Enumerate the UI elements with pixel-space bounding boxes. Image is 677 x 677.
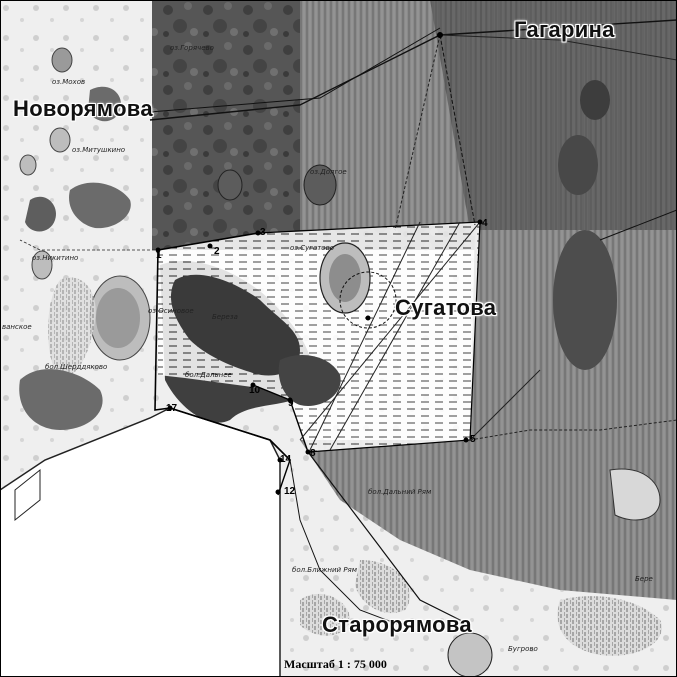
label-bere: Бере xyxy=(635,575,653,583)
point-9: 9 xyxy=(288,398,294,409)
label-oz-sugatovo: оз.Сугатово xyxy=(290,244,334,252)
label-oz-osinovoe: оз.Осиновое xyxy=(148,307,194,315)
label-bugrovo: Бугрово xyxy=(508,645,538,653)
label-bol-dalniy-ryam: бол.Дальний Рям xyxy=(368,488,432,496)
map-scale: Масштаб 1 : 75 000 xyxy=(284,657,387,671)
label-oz-nikitino: оз.Никитино xyxy=(32,254,79,262)
settlement-novoryamova: Новорямова xyxy=(13,96,153,121)
point-17: 17 xyxy=(166,403,178,414)
label-oz-goryachevo: оз.Горячево xyxy=(170,44,214,52)
point-12: 12 xyxy=(284,486,296,497)
point-5: 5 xyxy=(470,434,476,445)
label-oz-mokhov: оз.Мохов xyxy=(52,78,86,86)
settlement-staroryamova: Старорямова xyxy=(322,612,472,637)
point-1: 1 xyxy=(156,250,162,261)
label-bol-sherdyakovo: бол.Шерддяково xyxy=(45,363,108,371)
settlement-gagarina: Гагарина xyxy=(514,17,615,42)
label-vanskoe: ванское xyxy=(2,323,32,331)
point-4: 4 xyxy=(482,218,488,229)
label-bol-blizhniy-ryam: бол.Ближний Рям xyxy=(292,566,358,574)
settlement-sugatova: Сугатова xyxy=(395,295,497,320)
point-2: 2 xyxy=(214,246,220,257)
label-oz-dolgoe: оз.Долгое xyxy=(310,168,347,176)
point-3: 3 xyxy=(260,227,266,238)
label-oz-mitushkino: оз.Митушкино xyxy=(72,146,126,154)
point-10: 10 xyxy=(249,385,261,396)
label-bol-dalnee: бол.Дальнее xyxy=(185,371,232,379)
point-14: 14 xyxy=(280,454,292,465)
point-8: 8 xyxy=(310,448,316,459)
label-bereza: Береза xyxy=(212,313,238,321)
